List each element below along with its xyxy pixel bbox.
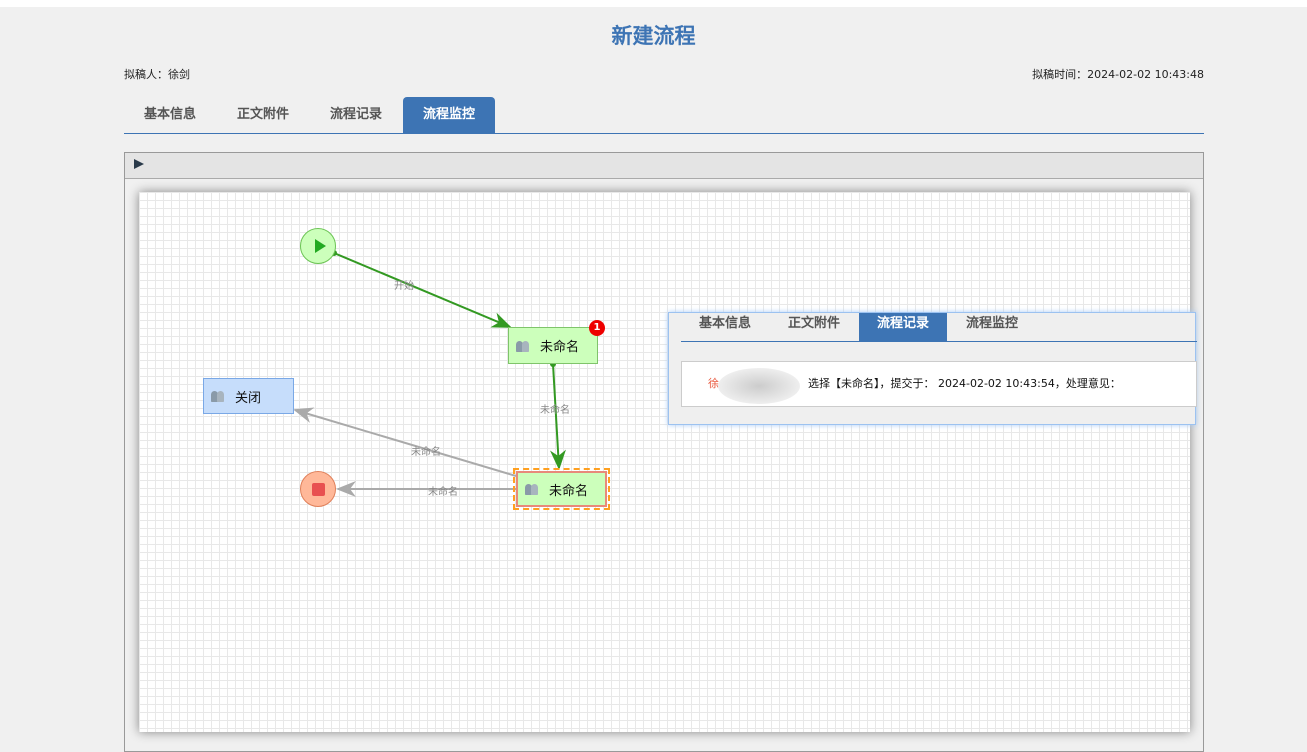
start-node[interactable] (300, 228, 336, 264)
task-node-label: 未命名 (549, 483, 589, 499)
task-badge: 1 (589, 320, 605, 336)
record-entry: 徐 选择【未命名】，提交于： 2024-02-02 10:43:54，处理意见： (681, 361, 1197, 407)
play-icon (315, 239, 326, 253)
edge-label-t2-end: 未命名 (428, 487, 458, 498)
popup-tab-basic-info[interactable]: 基本信息 (698, 316, 751, 331)
end-node[interactable] (300, 471, 336, 507)
tab-attachments[interactable]: 正文附件 (236, 107, 289, 122)
record-text: 选择【未命名】，提交于： 2024-02-02 10:43:54，处理意见： (808, 377, 1121, 390)
task-node-label: 未命名 (540, 340, 580, 355)
task-node-2[interactable]: 未命名 (516, 471, 607, 507)
draft-time: 拟稿时间：2024-02-02 10:43:48 (1032, 68, 1204, 81)
page-title: 新建流程 (611, 24, 696, 48)
selection-outline (513, 468, 610, 510)
task-node-1[interactable]: 未命名 1 (508, 320, 605, 364)
users-icon (525, 483, 539, 495)
popup-tab-attachments[interactable]: 正文附件 (787, 316, 840, 331)
main-tabs: 基本信息 正文附件 流程记录 流程监控 (124, 97, 1204, 134)
close-node[interactable]: 关闭 (203, 378, 294, 414)
close-node-label: 关闭 (235, 390, 262, 406)
edge-label-t2-close: 未命名 (411, 447, 441, 458)
edge-label-t1-t2: 未命名 (540, 405, 570, 416)
tab-basic-info[interactable]: 基本信息 (143, 107, 196, 122)
drafter: 拟稿人：徐剑 (124, 68, 190, 81)
play-icon[interactable] (134, 159, 144, 169)
tab-flow-monitor[interactable]: 流程监控 (403, 97, 495, 133)
users-icon (211, 390, 225, 402)
stop-icon (312, 483, 325, 496)
record-user: 徐 (708, 377, 719, 390)
panel-header (125, 153, 1203, 179)
top-strip (0, 0, 1307, 7)
users-icon (516, 340, 530, 352)
popup-tab-flow-monitor[interactable]: 流程监控 (965, 316, 1018, 331)
popup-tab-flow-record[interactable]: 流程记录 (859, 313, 947, 341)
record-popup: 基本信息 正文附件 流程记录 流程监控 徐 选择【未命名】，提交于： 2024-… (668, 312, 1197, 425)
flow-canvas (139, 192, 1190, 732)
edge-label-start: 开始 (394, 281, 414, 292)
redacted-name (718, 368, 800, 404)
tab-flow-record[interactable]: 流程记录 (329, 107, 382, 122)
